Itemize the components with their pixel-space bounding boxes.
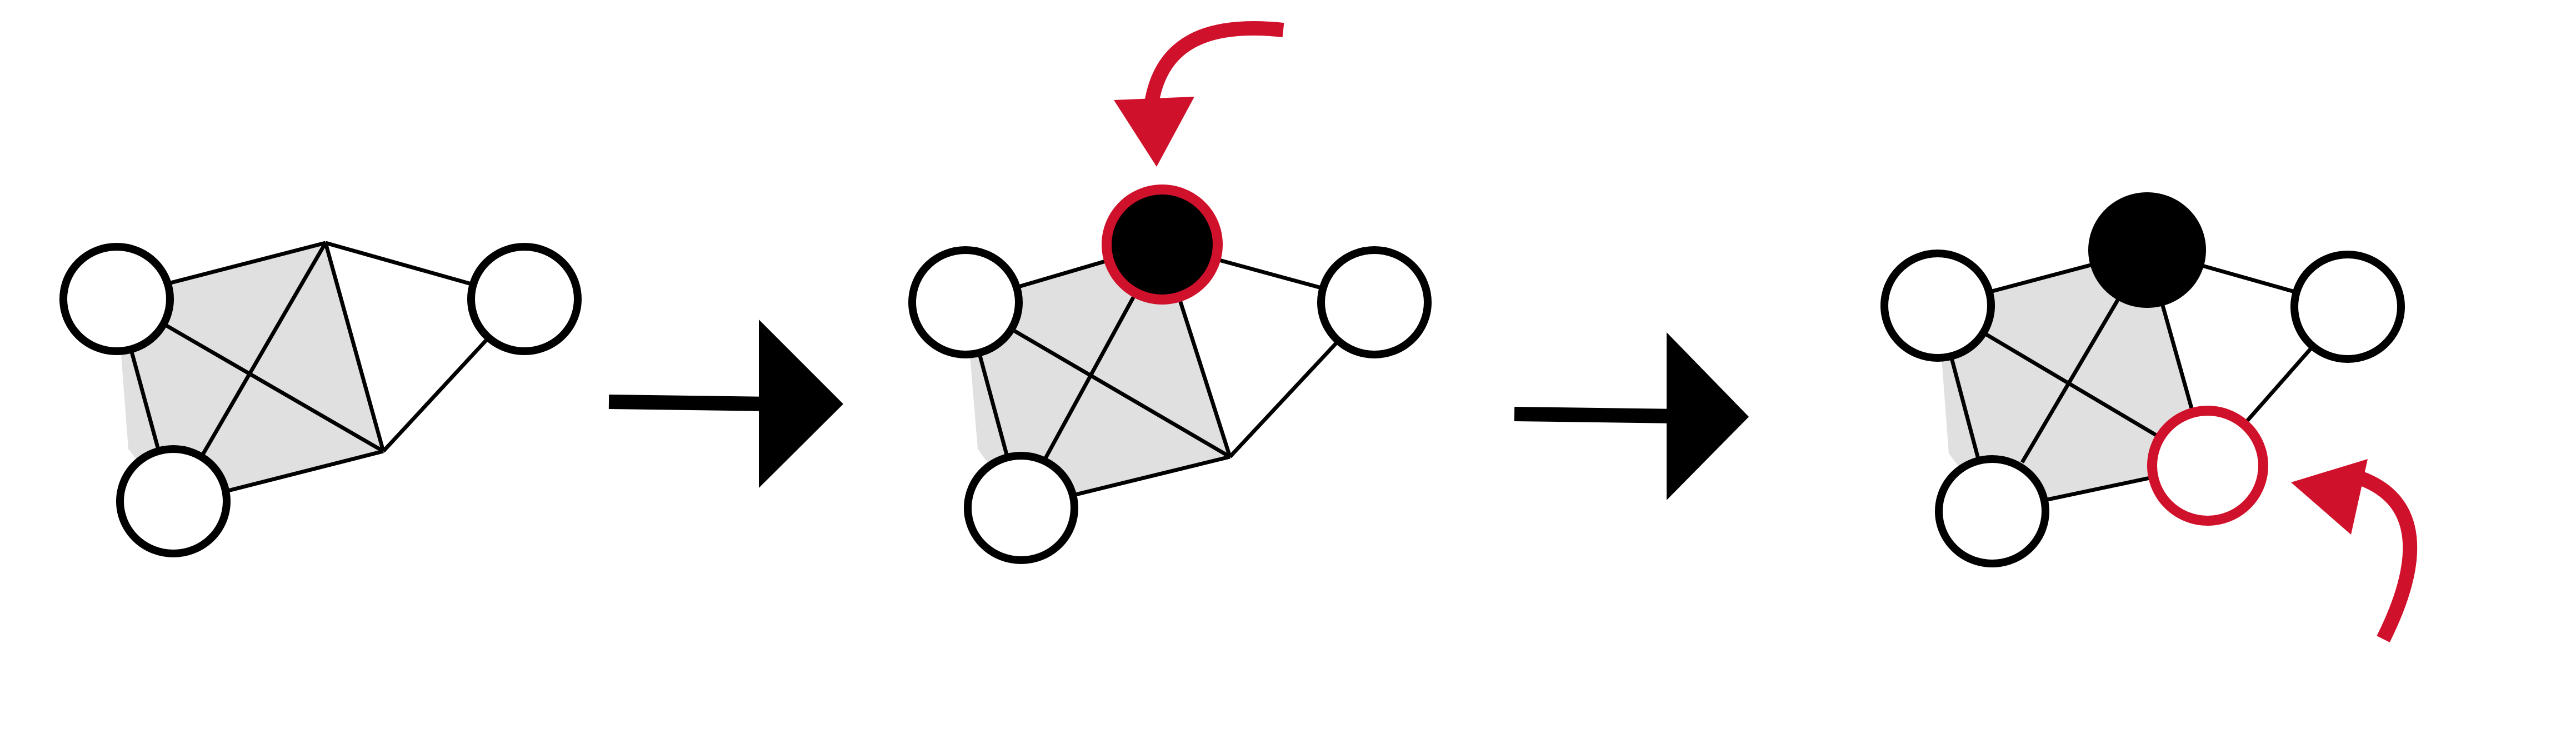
node-bottom: [964, 452, 1078, 564]
curved-arrow-head: [2291, 459, 2368, 535]
node-right: [2290, 251, 2405, 363]
graph-nodes: [1880, 250, 2405, 567]
edge: [323, 242, 386, 452]
transition-arrow-1: [608, 320, 843, 488]
selection-indicator-arrow: [2291, 459, 2418, 642]
transition-arrow-2: [1514, 332, 1749, 500]
selection-indicator-arrow: [1114, 21, 1284, 167]
graph-nodes: [59, 243, 582, 557]
node-bottom: [116, 445, 231, 557]
panel-3: [1880, 192, 2418, 642]
node-bottom: [1935, 455, 2049, 567]
node-right: [1317, 246, 1432, 358]
curved-arrow-head: [1114, 97, 1194, 167]
node-left: [59, 243, 174, 355]
arrow-shaft: [608, 395, 773, 411]
node-left: [908, 246, 1023, 358]
arrow-shaft: [1514, 407, 1680, 423]
node-right: [467, 243, 582, 355]
curved-arrow-shaft: [2357, 471, 2418, 642]
panel-2: [908, 21, 1432, 564]
panel-1: [59, 241, 582, 557]
shaded-face: [1938, 250, 2208, 511]
node-top-selected: [1102, 184, 1223, 305]
edge: [197, 242, 328, 462]
node-left: [1880, 250, 1995, 362]
arrow-head: [1667, 332, 1749, 500]
node-bottom-right-selected: [2147, 406, 2268, 526]
curved-arrow-shaft: [1143, 21, 1284, 117]
node-top-filled: [2088, 192, 2206, 308]
arrow-head: [759, 320, 843, 488]
shaded-face: [966, 245, 1230, 508]
graph-nodes: [908, 246, 1432, 564]
